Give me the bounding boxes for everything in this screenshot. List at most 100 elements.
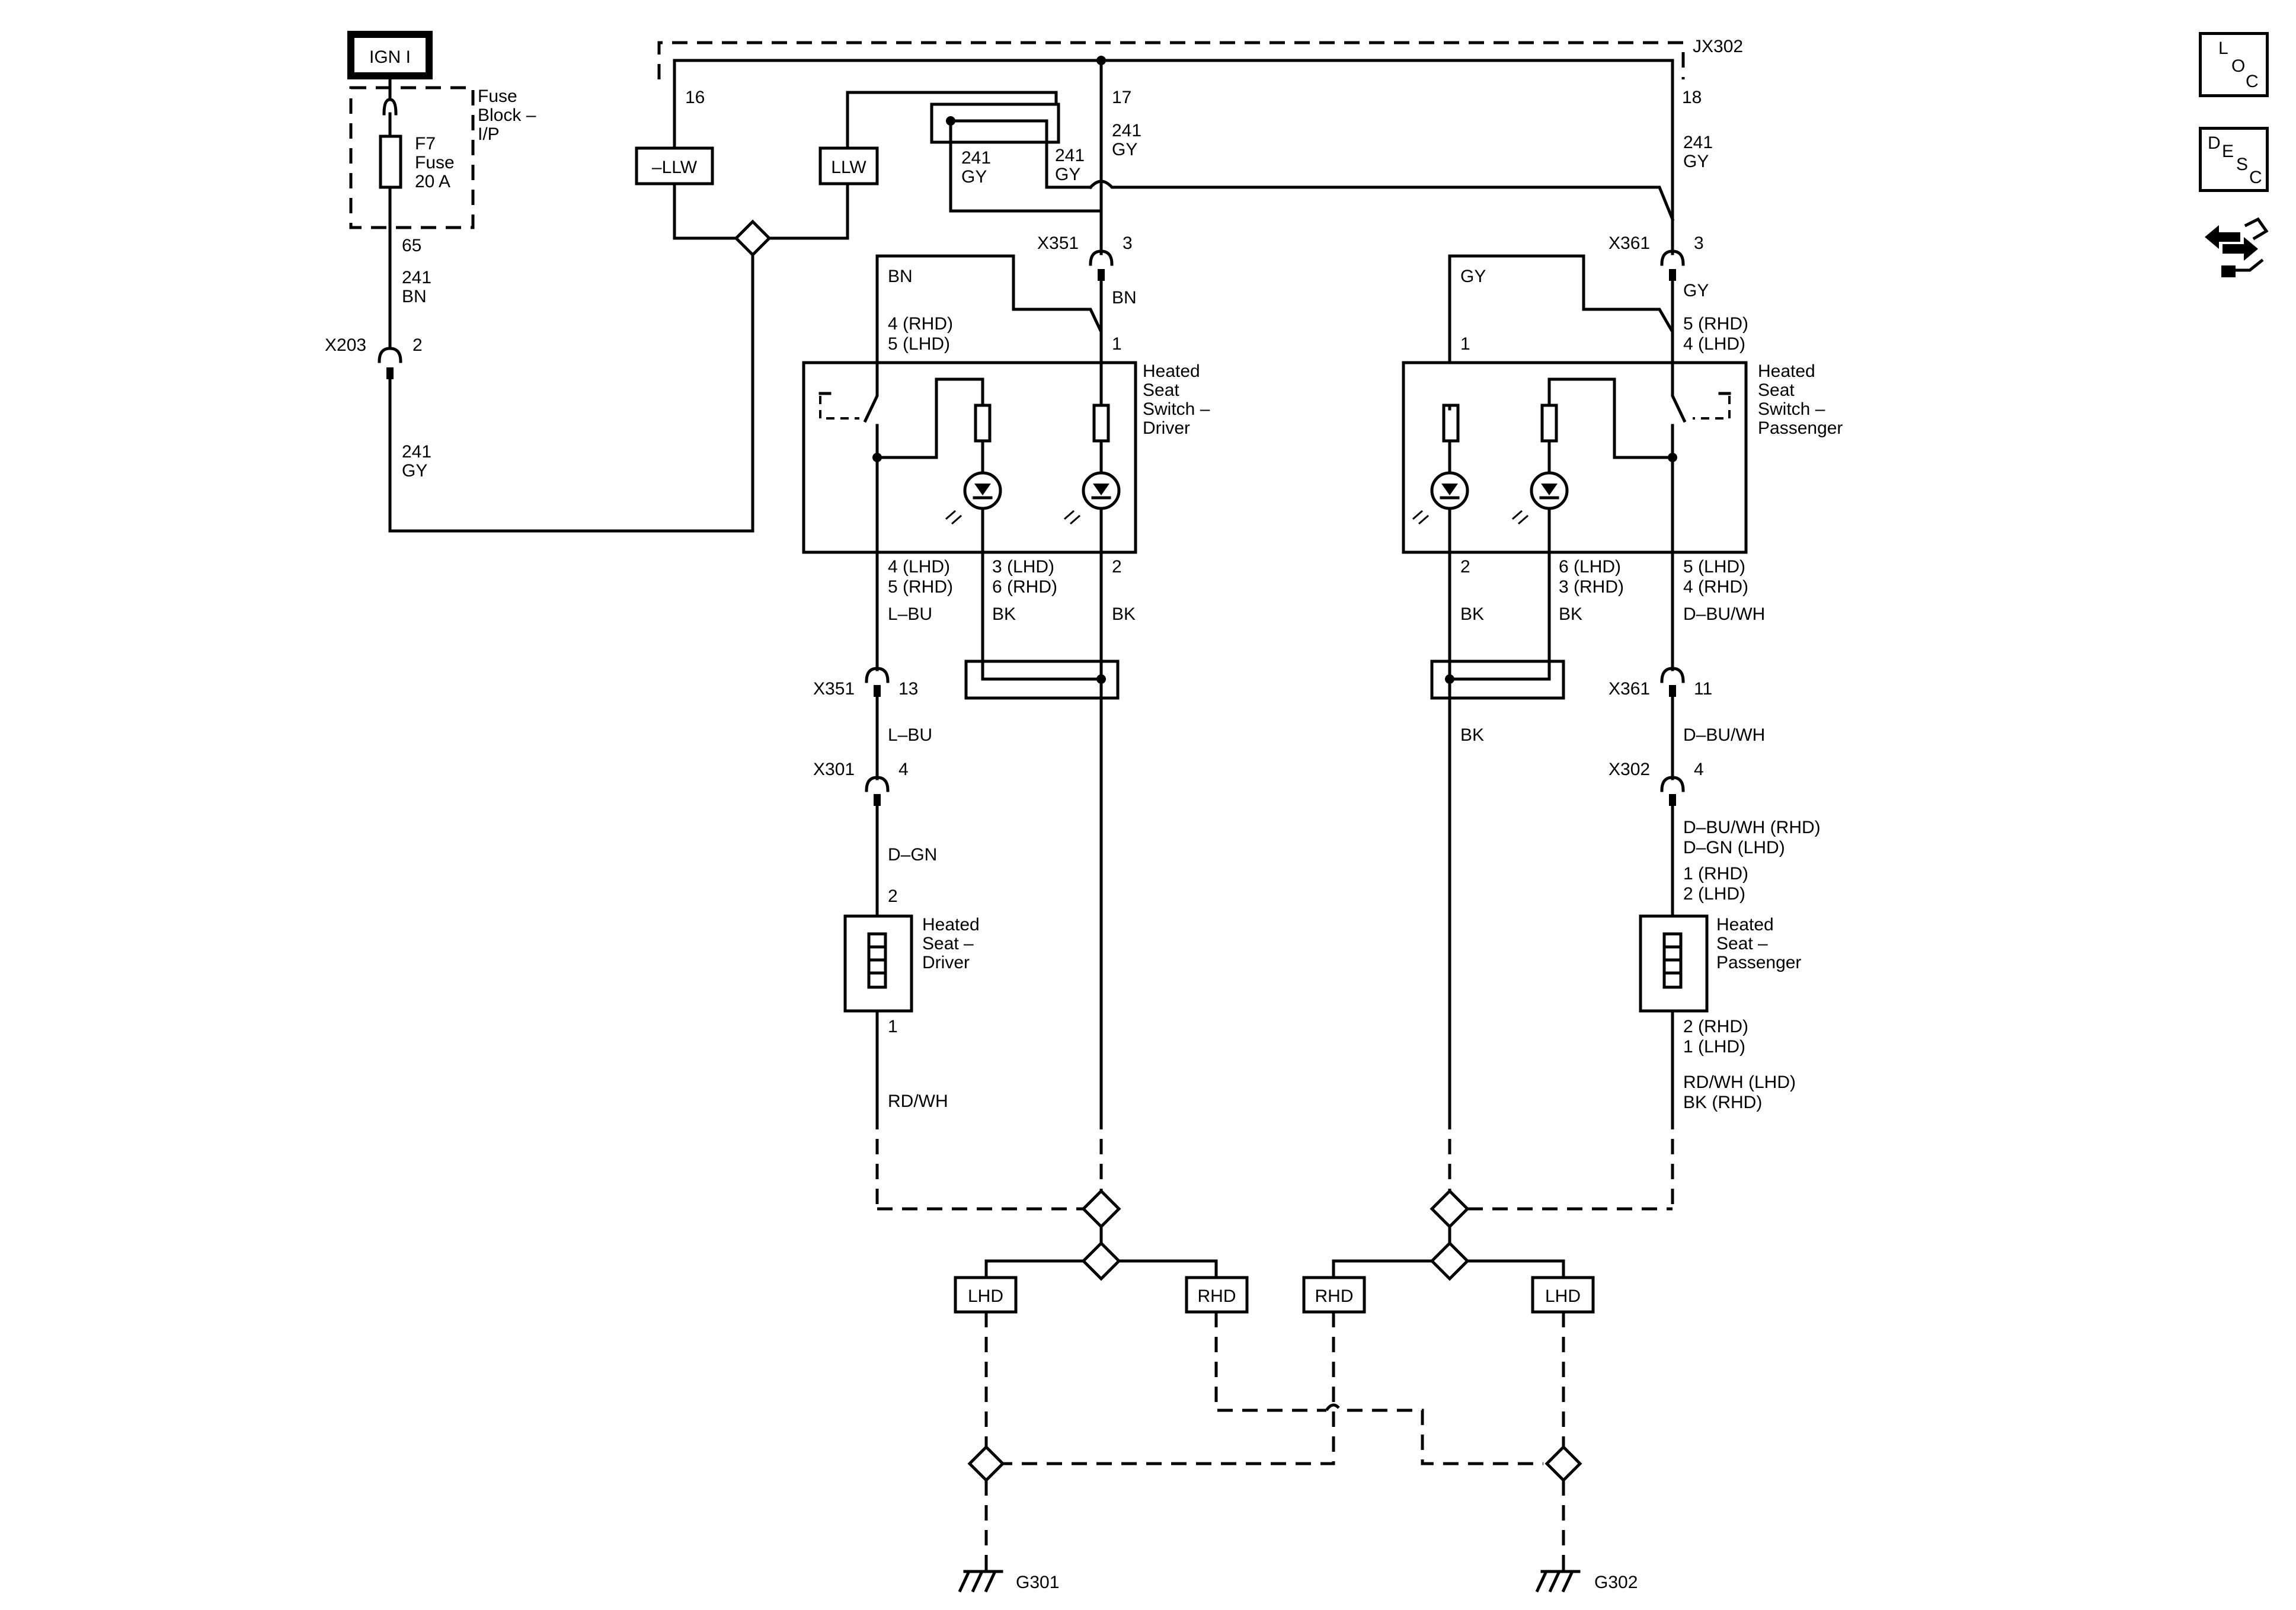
svg-text:3 (RHD): 3 (RHD) [1559,577,1624,597]
passenger-splice-box [1430,660,1565,700]
svg-text:4 (LHD): 4 (LHD) [1683,334,1745,354]
svg-text:LLW: LLW [831,158,866,177]
svg-text:2: 2 [1112,557,1122,577]
svg-text:Seat –: Seat – [1716,934,1768,953]
svg-text:–LLW: –LLW [652,158,698,177]
svg-text:RD/WH (LHD): RD/WH (LHD) [1683,1073,1796,1092]
svg-text:GY: GY [1683,152,1709,171]
svg-text:GY: GY [1460,267,1486,286]
svg-text:BN: BN [402,287,427,306]
svg-text:1: 1 [1460,334,1470,354]
svg-text:16: 16 [685,88,705,107]
connector-x361-top [1660,249,1685,266]
svg-text:X301: X301 [813,760,855,779]
svg-text:4: 4 [1694,760,1704,779]
svg-text:2: 2 [1460,557,1470,577]
svg-text:241: 241 [961,148,991,168]
description-icon[interactable]: D E S C [2199,127,2269,192]
svg-text:JX302: JX302 [1693,37,1743,56]
svg-text:Seat –: Seat – [922,934,974,953]
svg-text:2 (LHD): 2 (LHD) [1683,884,1745,904]
svg-text:Heated: Heated [1716,915,1774,934]
svg-text:2 (RHD): 2 (RHD) [1683,1017,1748,1036]
svg-text:Heated: Heated [1143,361,1200,381]
svg-text:D–BU/WH: D–BU/WH [1683,604,1765,624]
svg-text:5 (LHD): 5 (LHD) [1683,557,1745,577]
svg-text:1: 1 [888,1017,898,1036]
svg-text:Switch –: Switch – [1143,399,1210,419]
svg-text:1: 1 [1112,334,1122,354]
fuse-f7 [379,135,402,189]
connector-x361-bottom [1660,667,1685,683]
svg-text:Passenger: Passenger [1758,418,1843,438]
svg-text:BN: BN [1112,288,1137,308]
svg-text:6 (LHD): 6 (LHD) [1559,557,1621,577]
svg-text:11: 11 [1694,679,1712,699]
svg-text:LHD: LHD [1545,1286,1581,1306]
svg-text:D–BU/WH (RHD): D–BU/WH (RHD) [1683,818,1821,837]
svg-text:D–GN: D–GN [888,845,937,865]
svg-text:GY: GY [961,167,987,187]
svg-text:X351: X351 [813,679,855,699]
svg-text:241: 241 [1683,133,1713,152]
wrench-arrows-icon[interactable] [2205,217,2269,277]
svg-text:I/P: I/P [478,124,500,144]
connector-x302 [1660,776,1685,792]
svg-text:BK: BK [1460,725,1484,745]
svg-text:X203: X203 [325,335,366,355]
svg-text:BK: BK [992,604,1016,624]
llw-neg-box [635,146,714,185]
ign-label: IGN I [369,47,411,67]
svg-text:X302: X302 [1609,760,1650,779]
option-rhd-driver [1185,1276,1249,1314]
connector-x351-top [1089,249,1114,266]
llw-splice-diamond [734,219,772,257]
svg-text:1 (RHD): 1 (RHD) [1683,864,1748,884]
heated-seat-switch-passenger [1402,361,1748,554]
svg-text:GY: GY [1683,281,1709,300]
svg-text:18: 18 [1682,88,1702,107]
svg-text:GY: GY [1055,165,1080,184]
passenger-option-diamond-1 [1430,1189,1470,1229]
svg-text:6 (RHD): 6 (RHD) [992,577,1057,597]
svg-text:BK (RHD): BK (RHD) [1683,1093,1762,1112]
connector-x351-bottom [865,667,890,683]
svg-text:BK: BK [1460,604,1484,624]
svg-text:17: 17 [1112,88,1131,107]
fuse-block-outline [349,86,475,229]
svg-text:BK: BK [1112,604,1136,624]
svg-text:X351: X351 [1037,233,1079,253]
svg-text:5 (LHD): 5 (LHD) [888,334,950,354]
ground-diamond-g302 [1544,1445,1582,1483]
svg-text:3 (LHD): 3 (LHD) [992,557,1054,577]
svg-text:GY: GY [1112,140,1137,159]
svg-text:Seat: Seat [1758,380,1795,400]
svg-text:Block –: Block – [478,105,536,125]
svg-text:RD/WH: RD/WH [888,1092,948,1111]
svg-text:RHD: RHD [1198,1286,1236,1306]
svg-text:5 (RHD): 5 (RHD) [888,577,953,597]
svg-text:Passenger: Passenger [1716,953,1801,972]
svg-text:GY: GY [402,461,427,481]
svg-text:G301: G301 [1016,1573,1059,1592]
driver-option-diamond-2 [1081,1241,1121,1281]
svg-text:Heated: Heated [1758,361,1815,381]
ground-g302-icon [1535,1563,1581,1593]
svg-text:BN: BN [888,267,913,286]
svg-text:13: 13 [898,679,918,699]
svg-text:20 A: 20 A [415,172,450,191]
svg-text:F7: F7 [415,134,436,153]
svg-text:Heated: Heated [922,915,980,934]
svg-text:1 (LHD): 1 (LHD) [1683,1037,1745,1057]
svg-text:L–BU: L–BU [888,604,932,624]
svg-text:4 (RHD): 4 (RHD) [1683,577,1748,597]
svg-text:X361: X361 [1609,679,1650,699]
location-icon[interactable]: L O C [2199,32,2269,97]
svg-text:241: 241 [402,442,431,462]
svg-text:3: 3 [1123,233,1133,253]
svg-text:5 (RHD): 5 (RHD) [1683,314,1748,334]
svg-text:L–BU: L–BU [888,725,932,745]
svg-text:RHD: RHD [1315,1286,1354,1306]
ground-g301-icon [958,1563,1003,1593]
svg-text:Fuse: Fuse [478,87,517,106]
